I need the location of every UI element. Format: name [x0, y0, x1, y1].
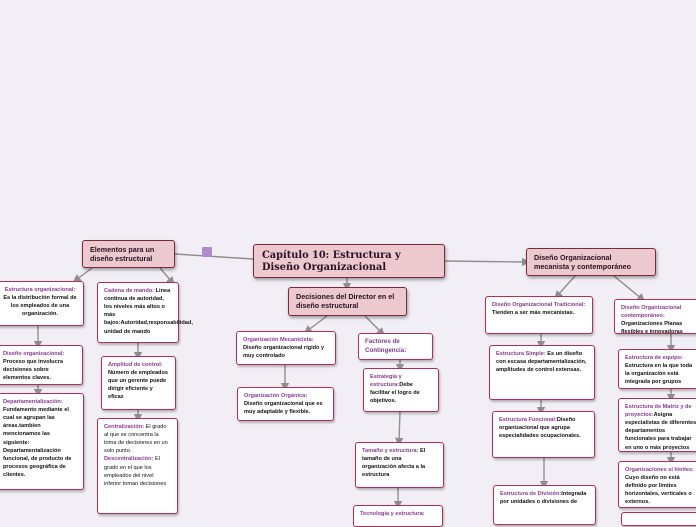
link-mecanista-contemporaneo — [613, 275, 646, 302]
link-root-elementos — [174, 253, 254, 260]
node-key: Organizaciones sí límites: — [625, 467, 695, 473]
root-topic[interactable]: Capítulo 10: Estructura y Diseño Organiz… — [253, 244, 445, 278]
node-estructura-de-division[interactable]: Estructura de División:Integrada por uni… — [493, 485, 596, 525]
node-key: Estructura de División: — [500, 491, 562, 497]
node-key: Organización Mecanicista: — [243, 337, 314, 343]
node-key: Diseño Organizacional contemporáneo: — [621, 305, 682, 320]
node-text: Proceso que involucra decisiones sobre e… — [3, 359, 63, 382]
topic-decisiones[interactable]: Decisiones del Director en el diseño est… — [288, 287, 407, 316]
node-text: Cuyo diseño no está definido por límites… — [625, 475, 692, 506]
node-organizaciones-sin-limites[interactable]: Organizaciones sí límites: Cuyo diseño n… — [618, 461, 696, 508]
node-key: Amplitud de control: — [108, 362, 163, 368]
node-centralizacion[interactable]: Centralización: El grado al que se conce… — [97, 418, 178, 514]
node-organizacion-mecanicista[interactable]: Organización Mecanicista: Diseño organiz… — [236, 331, 336, 365]
node-tamano-y-estructura[interactable]: Tamaño y estructura: El tamaño de una or… — [355, 442, 444, 488]
node-estructura-funcional[interactable]: Estructura Funcional:Diseño organizacion… — [492, 411, 595, 458]
node-text: Es un diseño con escasa departamentaliza… — [496, 351, 587, 374]
node-key: Diseño organizacional: — [3, 351, 65, 357]
node-text: Debe facilitar el logro de objetivos. — [370, 382, 420, 405]
node-text: Es la distribución formal de los emplead… — [3, 295, 77, 318]
link-root-mecanista — [444, 257, 531, 267]
node-estructura-matriz-proyectos[interactable]: Estructura de Matriz y de proyectos:Asig… — [618, 398, 696, 452]
link-decisiones-mecanicista — [303, 315, 328, 334]
node-departamentalizacion[interactable]: Departamentalización: Fundamento mediant… — [0, 393, 84, 490]
node-key: Estrategia y estructura: — [370, 374, 402, 389]
node-text: Linea continua de autoridad, los niveles… — [104, 288, 193, 335]
node-text: Fundamento mediante el cual se agrupan l… — [3, 407, 72, 478]
node-tecnologia-y-estructura[interactable]: Tecnología y estructura: — [353, 505, 443, 527]
node-text: Estructura en la que toda la organizació… — [625, 363, 693, 386]
node-key: Centralización: — [104, 424, 145, 430]
node-estrategia-y-estructura[interactable]: Estrategia y estructura:Debe facilitar e… — [363, 368, 439, 412]
link-elementos-cadena — [159, 267, 175, 286]
node-estructura-organizacional[interactable]: Estructura organizacional: Es la distrib… — [0, 281, 84, 326]
node-key: Estructura de equipo: — [625, 355, 683, 361]
node-key: Descentralización: — [104, 456, 154, 463]
node-key: Tamaño y estructura: — [362, 448, 419, 454]
node-key: Organización Orgánica: — [244, 393, 308, 399]
node-amplitud-de-control[interactable]: Amplitud de control: Número de empleados… — [101, 356, 176, 410]
node-factores-de-contingencia[interactable]: Factores de Contingencia: — [358, 333, 433, 360]
node-text: Número de empleados que un gerente puede… — [108, 370, 168, 401]
node-text: Diseño organizacional que es muy adaptab… — [244, 401, 323, 416]
collapse-toggle-icon[interactable] — [202, 247, 212, 257]
topic-elementos[interactable]: Elementos para un diseño estructural — [82, 240, 175, 268]
node-key: Estructura organizacional: — [4, 287, 76, 293]
node-key: Estructura Simple: — [496, 351, 546, 357]
node-estructura-simple[interactable]: Estructura Simple: Es un diseño con esca… — [489, 345, 595, 400]
node-text: Tienden a ser más mecanistas. — [492, 310, 575, 317]
node-text: Asigna especialistas de diferentes depar… — [625, 412, 696, 451]
node-text: Integrada por unidades o divisiones de — [500, 491, 587, 506]
node-text: El grado en el que los empleados del niv… — [104, 456, 167, 487]
node-partial-offscreen[interactable] — [621, 512, 696, 526]
node-key: Tecnología y estructura: — [360, 511, 425, 517]
link-decisiones-factores — [364, 315, 385, 336]
node-text: El tamaño de una organización afecta a l… — [362, 448, 426, 479]
node-text: Organizaciones Planas flexibles e innova… — [621, 321, 683, 336]
topic-mecanista-title: Diseño Organizacional mecanista y contem… — [534, 253, 632, 272]
node-cadena-de-mando[interactable]: Cadena de mando: Linea continua de autor… — [97, 282, 193, 343]
node-text: Diseño organizacional que agrupa especia… — [499, 417, 581, 440]
node-text: El grado al que se concentra la toma de … — [104, 424, 168, 455]
node-organizacion-organica[interactable]: Organización Orgánica: Diseño organizaci… — [237, 387, 334, 421]
node-factores-title: Factores de Contingencia: — [365, 338, 407, 354]
link-elementos-estructura — [72, 267, 93, 283]
node-diseno-organizacional[interactable]: Diseño organizacional: Proceso que invol… — [0, 345, 83, 385]
link-estrategia-tamano — [394, 411, 404, 447]
link-mecanista-tradicional — [554, 275, 576, 300]
node-estructura-de-equipo[interactable]: Estructura de equipo: Estructura en la q… — [618, 349, 696, 389]
node-key: Departamentalización: — [3, 399, 63, 405]
topic-elementos-title: Elementos para un diseño estructural — [90, 245, 155, 264]
root-title: Capítulo 10: Estructura y Diseño Organiz… — [262, 250, 401, 274]
node-key: Estructura de Matriz y de proyectos: — [625, 404, 692, 419]
node-diseno-contemporaneo[interactable]: Diseño Organizacional contemporáneo: Org… — [614, 299, 696, 336]
topic-diseno-mecanista-contemporaneo[interactable]: Diseño Organizacional mecanista y contem… — [526, 248, 656, 276]
topic-decisiones-title: Decisiones del Director en el diseño est… — [296, 292, 395, 311]
node-text: Diseño organizacional rígido y muy contr… — [243, 345, 325, 360]
node-key: Diseño Organizacional Tradicional: — [492, 302, 586, 308]
node-key: Estructura Funcional: — [499, 417, 557, 423]
node-key: Cadena de mando: — [104, 288, 155, 294]
node-diseno-tradicional[interactable]: Diseño Organizacional Tradicional: Tiend… — [485, 296, 593, 334]
